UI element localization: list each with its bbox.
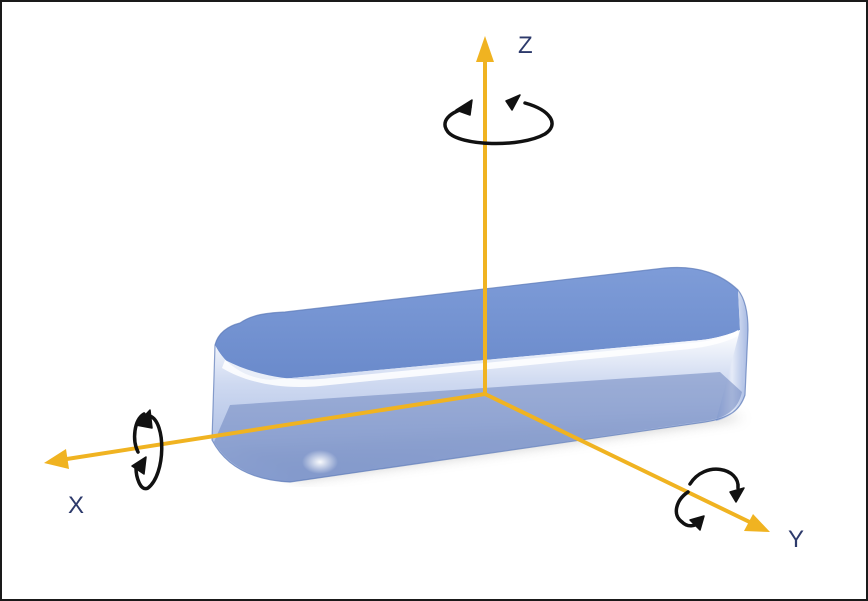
rotation-arrow-y-icon <box>674 467 745 531</box>
x-axis-label: X <box>68 492 85 519</box>
y-axis-label: Y <box>788 526 805 553</box>
rotation-arrow-z-icon <box>443 94 554 146</box>
rounded-block <box>211 266 749 483</box>
axis-lines <box>52 48 764 530</box>
rotation-arrow-x-icon <box>131 409 164 491</box>
block-lower-face <box>214 372 742 482</box>
z-arrowhead-icon <box>476 36 494 62</box>
x-arrowhead-icon <box>44 449 69 469</box>
y-arrowhead-icon <box>744 514 770 532</box>
block-top-face <box>215 267 740 380</box>
block-shine-spot <box>302 450 338 474</box>
y-axis-line <box>483 392 764 530</box>
x-axis-line <box>52 392 487 463</box>
z-axis-label: Z <box>518 32 533 59</box>
block-end-cap <box>716 290 748 421</box>
block-highlight <box>222 330 738 388</box>
axis-arrowheads <box>44 36 770 532</box>
block-outline <box>211 266 749 483</box>
